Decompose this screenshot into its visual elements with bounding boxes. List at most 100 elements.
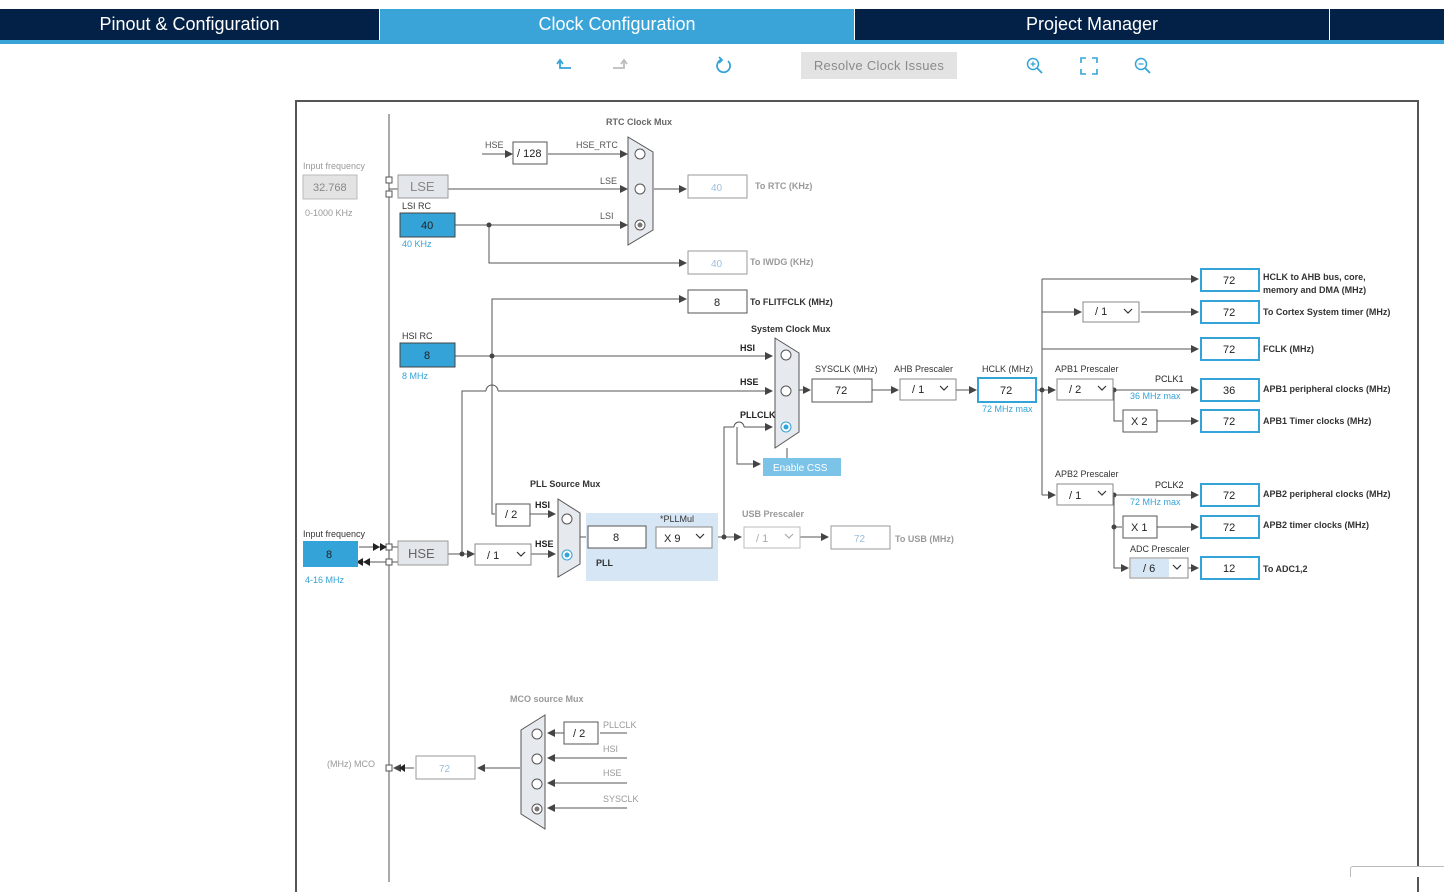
apb1-value: / 2 [1069,384,1081,396]
output-boxes [1200,268,1260,580]
lse-frequency-input[interactable] [302,174,358,200]
mco-pll-div2 [563,721,599,745]
ahb-prescaler-select[interactable] [899,378,957,401]
hse-prediv-value: / 1 [487,550,499,562]
hsi-div2-value: / 2 [505,509,517,521]
hclk-max: 72 MHz max [982,404,1033,414]
mco-output-value: 72 [439,764,451,775]
clock-tree-canvas: RTC Clock Mux HSE / 128 HSE_RTC LSE LSI … [295,100,1419,892]
lse-block [397,174,449,199]
mco-label: (MHz) MCO [327,759,375,769]
usb-prescaler-select[interactable] [743,526,801,549]
mco-output-box [415,755,476,780]
tab-extra [1330,9,1444,40]
apb1-prescaler-select[interactable] [1056,378,1114,401]
hclk-value: 72 [1000,385,1012,397]
cortex-timer-divider-select[interactable] [1082,301,1140,323]
mco-radio-pllclk[interactable] [531,728,543,740]
apb2-timer-multiplier [1122,515,1158,539]
undo-icon[interactable] [554,55,576,77]
rtc-mux-radio-lse[interactable] [634,183,646,195]
usb-prescaler-value: / 1 [756,533,768,545]
lse-range: 0-1000 KHz [305,208,353,218]
rtc-mux-title: RTC Clock Mux [606,117,672,127]
output-apb2-peripheral[interactable] [1200,483,1260,507]
apb2-prescaler-select[interactable] [1056,483,1114,506]
output-label: APB2 peripheral clocks (MHz) [1263,489,1391,499]
ahb-label: AHB Prescaler [894,364,953,374]
flit-output-value: 8 [714,297,720,309]
hsi-block [399,342,456,368]
sys-mux-hse-label: HSE [740,377,759,387]
pll-src-hse-label: HSE [535,539,554,549]
tab-clock-configuration[interactable]: Clock Configuration [380,9,854,40]
fit-screen-icon[interactable] [1078,55,1100,77]
rtc-clock-mux [627,136,654,246]
mco-radio-hse[interactable] [531,778,543,790]
refresh-icon[interactable] [712,55,734,77]
mco-mux-title: MCO source Mux [510,694,584,704]
apb1-timer-mul: X 2 [1131,416,1148,428]
output-value: 12 [1223,563,1235,575]
adc-value: / 6 [1143,563,1155,575]
rtc-mux-radio-hse[interactable] [634,148,646,160]
usb-label: USB Prescaler [742,509,805,519]
zoom-out-icon[interactable] [1132,55,1154,77]
zoom-in-icon[interactable] [1024,55,1046,77]
output-cortex-timer[interactable] [1200,300,1260,324]
output-value: 72 [1223,275,1235,287]
hse-rtc-divider-label: / 128 [517,148,541,160]
tab-project-manager[interactable]: Project Manager [855,9,1329,40]
mco-pll-div-value: / 2 [573,728,585,740]
output-value: 36 [1223,385,1235,397]
hse-block-label: HSE [408,546,435,561]
hclk-input[interactable] [977,377,1037,403]
tab-bar: Pinout & Configuration Clock Configurati… [0,9,1444,44]
output-fclk[interactable] [1200,337,1260,361]
sysclk-value: 72 [835,385,847,397]
output-adc[interactable] [1200,556,1260,580]
hse-frequency-input[interactable] [303,541,358,567]
pclk1-label: PCLK1 [1155,374,1184,384]
hse-prediv-select[interactable] [474,543,532,566]
lsi-value: 40 [421,220,433,232]
rtc-output-value: 40 [711,183,723,194]
pll-input-value [587,525,647,549]
output-apb1-peripheral[interactable] [1200,378,1260,402]
output-label: HCLK to AHB bus, core, [1263,272,1366,282]
lsi-block [399,212,456,238]
boxes [302,141,1189,780]
enable-css-button[interactable] [763,458,841,476]
mco-radio-hsi[interactable] [531,753,543,765]
chevron-down-icons [516,308,1182,570]
sys-mux-hsi-label: HSI [740,343,755,353]
sys-mux-radio-hsi[interactable] [780,349,792,361]
sysclk-box [811,378,873,403]
output-value: 72 [1223,522,1235,534]
sys-mux-radio-hse[interactable] [780,385,792,397]
output-apb1-timer[interactable] [1200,409,1260,433]
output-label-line2: memory and DMA (MHz) [1263,285,1366,295]
hse-label: HSE [485,140,504,150]
apb1-label: APB1 Prescaler [1055,364,1119,374]
pll-mul-select[interactable] [655,526,713,549]
output-label: To Cortex System timer (MHz) [1263,307,1390,317]
hse-input-frequency-label: Input frequency [303,529,366,539]
hsi-unit: 8 MHz [402,371,429,381]
redo-icon[interactable] [608,55,630,77]
output-value: 72 [1223,344,1235,356]
output-hclk-ahb[interactable] [1200,268,1260,292]
output-apb2-timer[interactable] [1200,515,1260,539]
mco-hse-label: HSE [603,768,622,778]
hsi-div2-box [495,503,531,527]
lse-block-label: LSE [410,179,435,194]
resolve-clock-issues-button[interactable]: Resolve Clock Issues [801,52,957,79]
usb-output-label: To USB (MHz) [895,534,954,544]
pll-src-radio-hsi[interactable] [561,513,573,525]
mco-pllclk-label: PLLCLK [603,720,637,730]
tab-pinout-configuration[interactable]: Pinout & Configuration [0,9,379,40]
enable-css-label: Enable CSS [773,463,828,474]
mco-sysclk-label: SYSCLK [603,794,639,804]
sys-mux-title: System Clock Mux [751,324,831,334]
flitfclk-output-box [687,289,748,314]
